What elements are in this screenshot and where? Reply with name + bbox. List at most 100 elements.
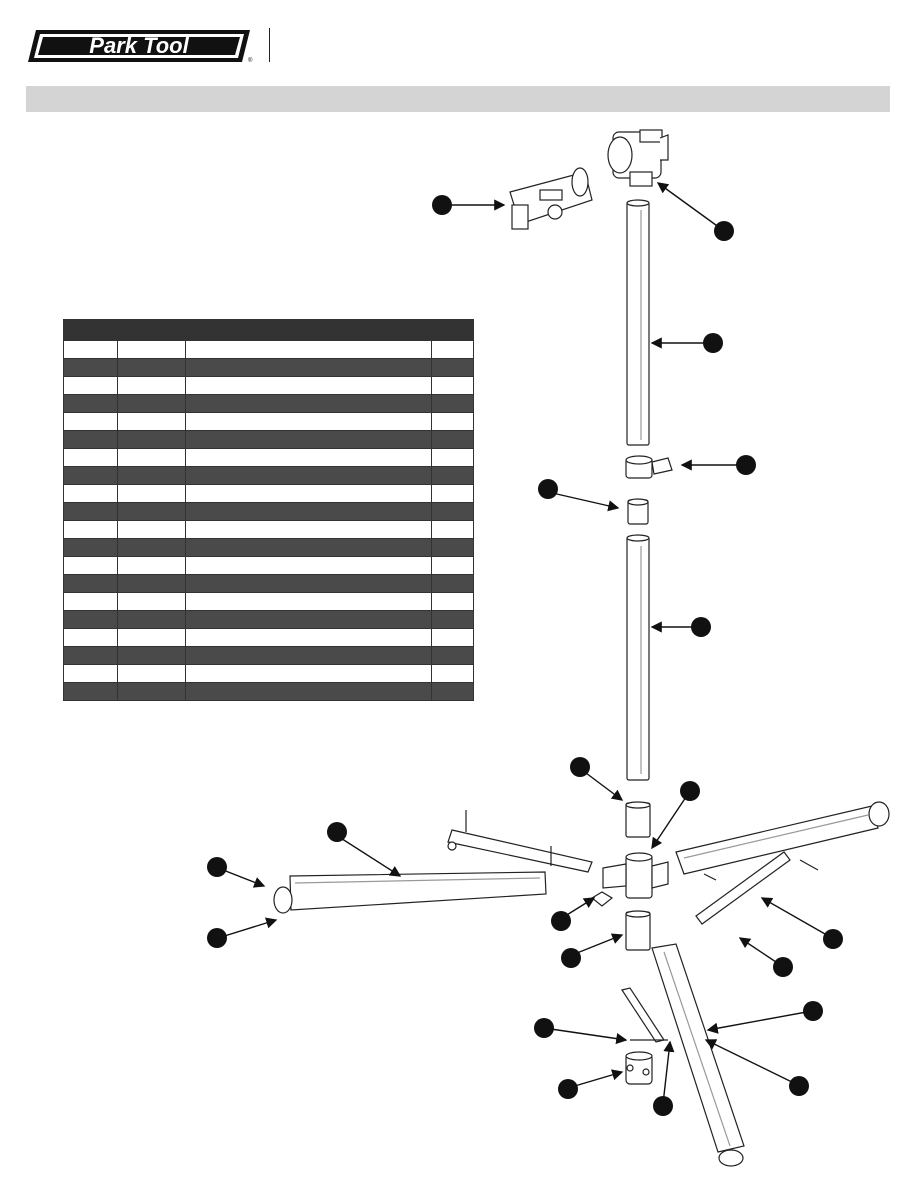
- right-brace: [695, 851, 819, 925]
- table-cell: [63, 412, 118, 431]
- header-cell: [63, 319, 118, 341]
- table-cell: [185, 430, 432, 449]
- table-cell: [185, 556, 432, 575]
- lower-collar: [625, 1051, 653, 1085]
- callout-marker: [561, 948, 581, 968]
- table-cell: [185, 466, 432, 485]
- table-row: [63, 682, 474, 701]
- table-cell: [431, 682, 474, 701]
- table-cell: [431, 412, 474, 431]
- table-cell: [431, 610, 474, 629]
- parts-table: [63, 319, 474, 701]
- callout-marker: [534, 1018, 554, 1038]
- table-row: [63, 466, 474, 485]
- svg-text:®: ®: [248, 57, 253, 64]
- table-cell: [63, 538, 118, 557]
- table-cell: [431, 574, 474, 593]
- table-cell: [63, 664, 118, 683]
- table-cell: [117, 484, 186, 503]
- table-row: [63, 556, 474, 575]
- table-cell: [117, 592, 186, 611]
- table-row: [63, 574, 474, 593]
- callout-markers: [207, 195, 843, 1116]
- parts-table-header: [63, 319, 474, 341]
- table-cell: [63, 484, 118, 503]
- table-row: [63, 376, 474, 395]
- right-leg: [675, 801, 890, 875]
- table-cell: [117, 628, 186, 647]
- callout-marker: [570, 757, 590, 777]
- table-cell: [431, 556, 474, 575]
- table-cell: [431, 394, 474, 413]
- callout-marker: [207, 857, 227, 877]
- table-cell: [431, 502, 474, 521]
- callout-marker: [714, 221, 734, 241]
- callout-marker: [551, 911, 571, 931]
- table-cell: [63, 430, 118, 449]
- park-tool-logo: Park Tool ®: [28, 30, 253, 64]
- callout-marker: [680, 781, 700, 801]
- table-cell: [185, 628, 432, 647]
- callout-arrows: [217, 182, 833, 1105]
- table-cell: [117, 358, 186, 377]
- knob: [590, 891, 614, 907]
- callout-marker: [703, 333, 723, 353]
- table-cell: [117, 610, 186, 629]
- callout-marker: [691, 617, 711, 637]
- table-cell: [117, 394, 186, 413]
- table-cell: [185, 502, 432, 521]
- table-row: [63, 502, 474, 521]
- exploded-parts-diagram: [207, 129, 890, 1167]
- table-row: [63, 394, 474, 413]
- table-cell: [431, 466, 474, 485]
- table-cell: [185, 592, 432, 611]
- callout-marker: [789, 1076, 809, 1096]
- table-cell: [185, 412, 432, 431]
- callout-marker: [432, 195, 452, 215]
- table-cell: [63, 376, 118, 395]
- table-row: [63, 358, 474, 377]
- table-cell: [63, 556, 118, 575]
- table-cell: [431, 592, 474, 611]
- table-row: [63, 664, 474, 683]
- header-cell: [117, 319, 186, 341]
- table-cell: [63, 682, 118, 701]
- side-clamp: [509, 167, 593, 230]
- table-cell: [185, 520, 432, 539]
- callout-marker: [736, 455, 756, 475]
- table-cell: [63, 646, 118, 665]
- left-brace: [447, 810, 593, 873]
- table-cell: [185, 682, 432, 701]
- table-cell: [117, 682, 186, 701]
- collar-clamp: [625, 455, 673, 479]
- svg-text:Park Tool: Park Tool: [89, 33, 189, 58]
- table-row: [63, 484, 474, 503]
- callout-marker: [803, 1001, 823, 1021]
- table-cell: [431, 520, 474, 539]
- table-cell: [117, 520, 186, 539]
- table-cell: [185, 646, 432, 665]
- callout-marker: [207, 928, 227, 948]
- table-row: [63, 538, 474, 557]
- callout-marker: [653, 1096, 673, 1116]
- upper-tube: [626, 201, 650, 446]
- front-leg: [651, 943, 745, 1167]
- header-cell: [185, 319, 432, 341]
- callout-marker: [773, 957, 793, 977]
- table-cell: [117, 538, 186, 557]
- callout-marker: [823, 929, 843, 949]
- table-row: [63, 592, 474, 611]
- table-cell: [63, 574, 118, 593]
- section-header-bar: [26, 86, 890, 112]
- table-cell: [117, 340, 186, 359]
- parts-table-body: [63, 340, 474, 701]
- table-cell: [63, 628, 118, 647]
- left-leg: [273, 871, 547, 914]
- clamp-head: [607, 129, 669, 187]
- table-row: [63, 412, 474, 431]
- table-cell: [185, 376, 432, 395]
- callout-marker: [558, 1079, 578, 1099]
- table-cell: [63, 358, 118, 377]
- table-row: [63, 628, 474, 647]
- logo-divider: [269, 28, 270, 62]
